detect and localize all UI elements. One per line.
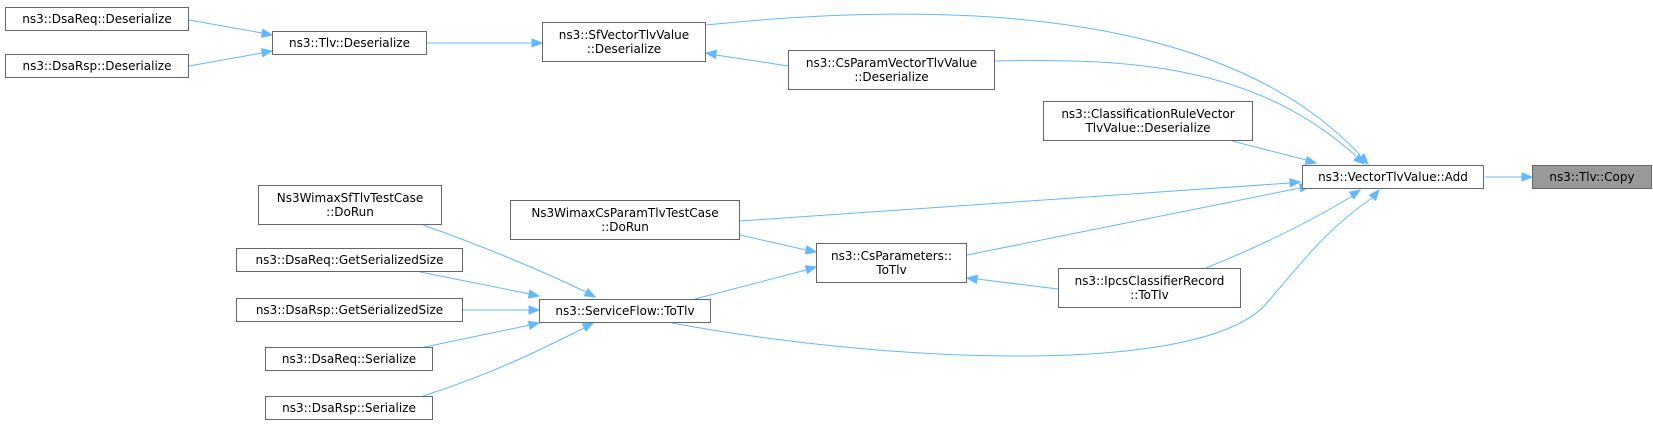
node-dsarsp-getserializedsize[interactable]: ns3::DsaRsp::GetSerializedSize <box>236 298 463 322</box>
edge-sfdeser-to-vectoradd <box>705 13 1361 156</box>
edge-csdeser-to-vectoradd <box>994 59 1357 157</box>
edge-ipcs-to-vectoradd-arrowhead <box>1348 189 1362 200</box>
node-ipcsclassifierrecord-totlv[interactable]: ns3::IpcsClassifierRecord::ToTlv <box>1058 268 1241 308</box>
edge-cstest-to-csparams <box>739 234 807 251</box>
edge-dsarspser-to-sftotlv-arrowhead <box>581 322 595 332</box>
edge-sftotlv-to-csparams <box>694 269 807 300</box>
edge-dsarspser-to-sftotlv <box>419 327 585 398</box>
edge-sftotlv-to-vectoradd <box>671 197 1373 357</box>
edge-dsarspsize-to-sftotlv-arrowhead <box>528 305 541 315</box>
edge-dsareqdeser-to-tlvdeser <box>188 19 263 34</box>
edge-csdeser-to-vectoradd-arrowhead <box>1353 153 1366 165</box>
edge-vectoradd-to-tlvcopy-arrowhead <box>1521 172 1534 182</box>
node-dsareq-deserialize[interactable]: ns3::DsaReq::Deserialize <box>5 7 189 31</box>
edge-csdeser-to-sfdeser-arrowhead <box>704 49 718 60</box>
edge-dsareqser-to-sftotlv-arrowhead <box>527 320 541 330</box>
edge-dsarspdeser-to-tlvdeser-arrowhead <box>260 48 274 58</box>
edge-sftest-to-sftotlv-arrowhead <box>583 287 597 298</box>
edge-dsareqser-to-sftotlv <box>419 324 531 349</box>
edge-crdeser-to-vectoradd <box>1231 140 1307 161</box>
node-serviceflow-totlv[interactable]: ns3::ServiceFlow::ToTlv <box>539 299 711 323</box>
edge-dsareqsize-to-sftotlv-arrowhead <box>527 289 541 299</box>
edge-crdeser-to-vectoradd-arrowhead <box>1304 155 1318 165</box>
edge-ipcs-to-csparams <box>976 278 1059 290</box>
node-dsarsp-serialize[interactable]: ns3::DsaRsp::Serialize <box>265 396 433 420</box>
edge-sftest-to-sftotlv <box>422 224 587 293</box>
edge-dsarspdeser-to-tlvdeser <box>188 52 263 67</box>
edge-cstest-to-vectoradd <box>739 182 1291 222</box>
node-tlv-copy: ns3::Tlv::Copy <box>1532 165 1652 189</box>
node-sftlvtestcase-dorun[interactable]: Ns3WimaxSfTlvTestCase::DoRun <box>258 185 442 225</box>
node-vectortlvvalue-add[interactable]: ns3::VectorTlvValue::Add <box>1302 165 1484 189</box>
node-sfvectortlvvalue-deserialize[interactable]: ns3::SfVectorTlvValue::Deserialize <box>542 22 706 62</box>
edge-dsareqsize-to-sftotlv <box>419 271 531 295</box>
edge-tlvdeser-to-sfdeser-arrowhead <box>531 38 544 48</box>
edge-ipcs-to-vectoradd <box>1205 195 1353 269</box>
edge-cstest-to-vectoradd-arrowhead <box>1289 178 1302 188</box>
node-csparameters-totlv[interactable]: ns3::CsParameters::ToTlv <box>816 243 967 283</box>
edge-csparams-to-vectoradd <box>966 187 1301 256</box>
node-dsarsp-deserialize[interactable]: ns3::DsaRsp::Deserialize <box>5 54 189 78</box>
node-dsareq-getserializedsize[interactable]: ns3::DsaReq::GetSerializedSize <box>236 248 463 272</box>
edge-sftotlv-to-vectoradd-arrowhead <box>1368 188 1380 202</box>
edge-csdeser-to-sfdeser <box>715 54 789 67</box>
edge-cstest-to-csparams-arrowhead <box>804 245 818 255</box>
edge-ipcs-to-csparams-arrowhead <box>965 274 978 284</box>
node-dsareq-serialize[interactable]: ns3::DsaReq::Serialize <box>265 347 433 371</box>
edge-sftotlv-to-csparams-arrowhead <box>804 265 818 275</box>
node-csparamtlvtestcase-dorun[interactable]: Ns3WimaxCsParamTlvTestCase::DoRun <box>510 200 740 240</box>
node-tlv-deserialize[interactable]: ns3::Tlv::Deserialize <box>272 31 427 55</box>
edge-dsareqdeser-to-tlvdeser-arrowhead <box>260 28 274 38</box>
node-csparamvectortlvvalue-deserialize[interactable]: ns3::CsParamVectorTlvValue::Deserialize <box>788 50 995 90</box>
